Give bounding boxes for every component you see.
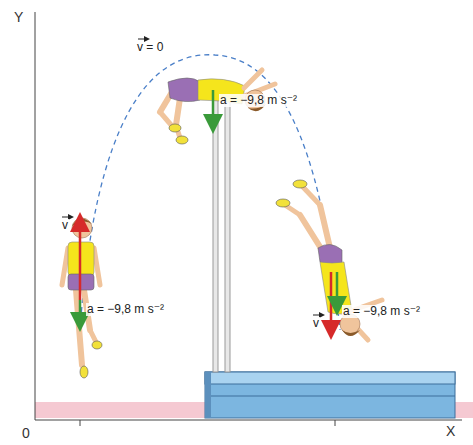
axis-label: X xyxy=(446,424,455,439)
velocity-label: v = 0 xyxy=(137,41,163,54)
axis-label: Y xyxy=(14,10,23,25)
axis-label: 0 xyxy=(22,426,30,441)
velocity-label: v xyxy=(61,219,69,232)
velocity-label: v xyxy=(312,317,320,330)
acceleration-label: a = −9,8 m s⁻² xyxy=(86,303,165,316)
acceleration-label: a = −9,8 m s⁻² xyxy=(342,305,421,318)
acceleration-label: a = −9,8 m s⁻² xyxy=(219,94,298,107)
